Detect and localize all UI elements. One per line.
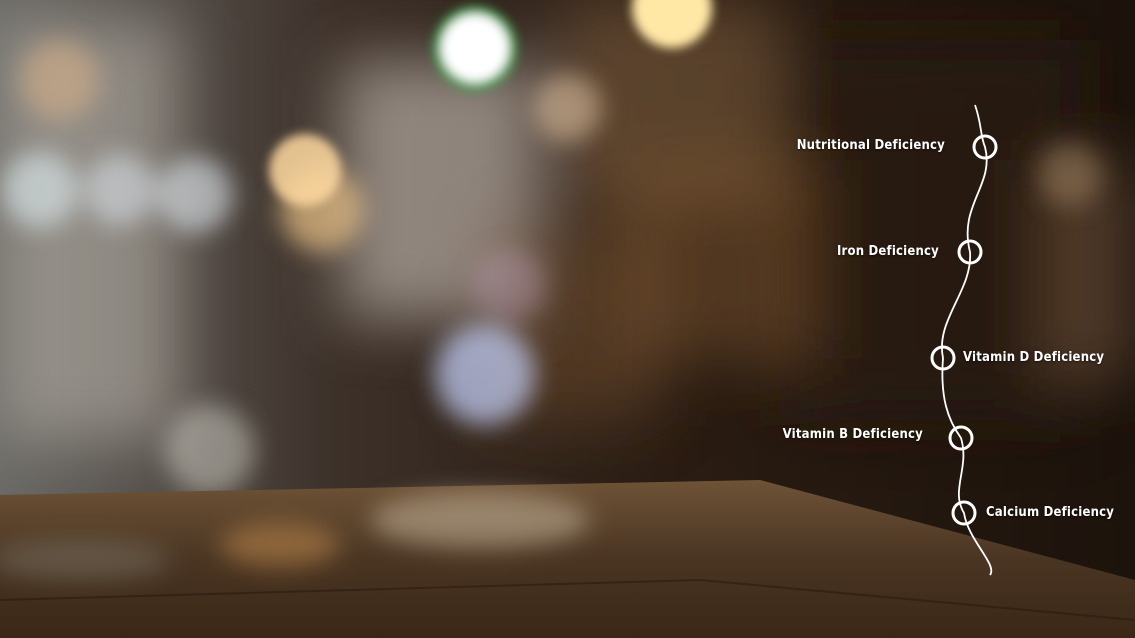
label-iron-deficiency: Iron Deficiency — [836, 244, 939, 259]
timeline-node-4[interactable] — [948, 425, 974, 451]
label-nutritional-deficiency: Nutritional Deficiency — [796, 138, 945, 153]
timeline-node-5[interactable] — [951, 500, 977, 526]
timeline-node-3[interactable] — [930, 345, 956, 371]
timeline-node-1[interactable] — [972, 134, 998, 160]
timeline-node-2[interactable] — [957, 239, 983, 265]
timeline-curve — [941, 104, 993, 576]
label-vitamin-d-deficiency: Vitamin D Deficiency — [963, 350, 1105, 365]
label-vitamin-b-deficiency: Vitamin B Deficiency — [782, 427, 923, 442]
label-calcium-deficiency: Calcium Deficiency — [986, 505, 1115, 520]
